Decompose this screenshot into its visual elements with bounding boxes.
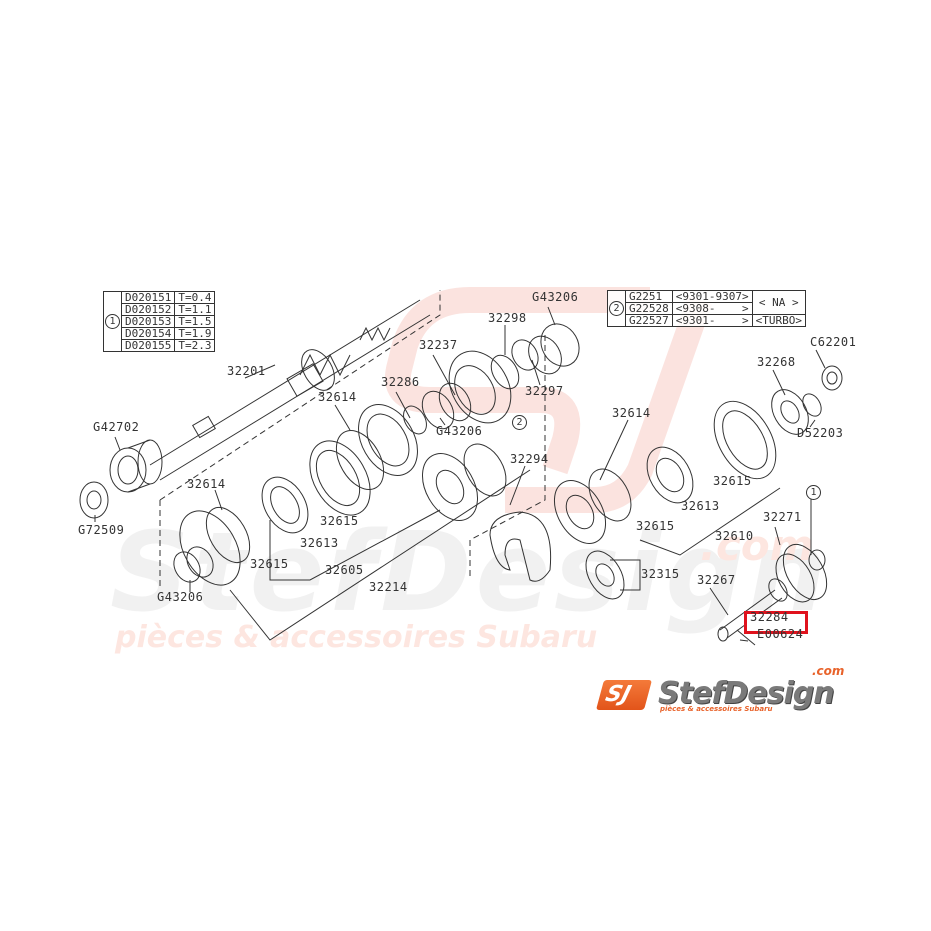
- part-label-D52203: D52203: [797, 426, 844, 440]
- shim-part: D020151: [120, 291, 176, 304]
- part-label-32613-b: 32613: [681, 499, 720, 513]
- highlight-box-32284: [744, 611, 808, 634]
- shim-row: 1 D020151 T=0.4: [103, 291, 216, 352]
- part-label-G43206-mid: G43206: [436, 424, 483, 438]
- part-label-C62201: C62201: [810, 335, 857, 349]
- part-label-32237: 32237: [419, 338, 458, 352]
- part-label-32615-b: 32615: [250, 557, 289, 571]
- callout-2: 2: [512, 415, 527, 430]
- bearing-date: <9308- >: [671, 302, 753, 315]
- part-label-32271: 32271: [763, 510, 802, 524]
- bearing-part: G2251: [625, 290, 673, 303]
- part-label-G43206-bot: G43206: [157, 590, 204, 604]
- part-label-32297: 32297: [525, 384, 564, 398]
- bearing-type: <TURBO>: [751, 314, 806, 327]
- shim-table: 1 D020151 T=0.4 D020152 T=1.1 D020153 T=…: [103, 291, 216, 352]
- shim-thickness: T=1.5: [174, 315, 216, 328]
- part-label-32201: 32201: [227, 364, 266, 378]
- bearing-row: 2 G2251 <9301-9307> < NA >: [607, 290, 806, 327]
- shim-thickness: T=1.9: [174, 327, 216, 340]
- part-label-32614-a: 32614: [318, 390, 357, 404]
- callout-1: 1: [806, 485, 821, 500]
- logo-domain: .com: [812, 664, 845, 678]
- part-label-G42702: G42702: [93, 420, 140, 434]
- shim-thickness: T=2.3: [174, 339, 216, 352]
- bearing-type: < NA >: [751, 290, 806, 315]
- part-label-32268: 32268: [757, 355, 796, 369]
- shim-part: D020153: [120, 315, 176, 328]
- bearing-date: <9301- >: [671, 314, 753, 327]
- part-label-32615-d: 32615: [713, 474, 752, 488]
- shim-part: D020155: [120, 339, 176, 352]
- part-label-32315: 32315: [641, 567, 680, 581]
- part-label-G43206-top: G43206: [532, 290, 579, 304]
- part-label-32605: 32605: [325, 563, 364, 577]
- shim-thickness: T=0.4: [174, 291, 216, 304]
- shim-part: D020152: [120, 303, 176, 316]
- bearing-table: 2 G2251 <9301-9307> < NA > G22528 <9308-…: [607, 290, 806, 327]
- part-label-32615-c: 32615: [636, 519, 675, 533]
- part-label-32614-c: 32614: [612, 406, 651, 420]
- shim-thickness: T=1.1: [174, 303, 216, 316]
- part-label-32286: 32286: [381, 375, 420, 389]
- part-label-32284: 32284: [750, 610, 789, 624]
- part-label-32610: 32610: [715, 529, 754, 543]
- shim-row: D020154 T=1.9: [104, 327, 216, 340]
- shim-part: D020154: [120, 327, 176, 340]
- stefdesign-logo: SJ StefDesign .com pièces & accessoires …: [595, 664, 850, 720]
- bearing-part: G22527: [625, 314, 673, 327]
- bearing-row: G22527 <9301- > <TURBO>: [608, 314, 806, 327]
- logo-wordmark: StefDesign: [658, 676, 835, 711]
- logo-sj-mark: SJ: [595, 680, 653, 710]
- bearing-part: G22528: [625, 302, 673, 315]
- part-label-32214: 32214: [369, 580, 408, 594]
- callout-1-badge: 1: [105, 314, 120, 329]
- shim-row: D020152 T=1.1: [104, 303, 216, 316]
- part-label-32613-a: 32613: [300, 536, 339, 550]
- part-label-E00624: E00624: [757, 627, 804, 641]
- logo-tagline: pièces & accessoires Subaru: [660, 705, 773, 713]
- part-label-32298: 32298: [488, 311, 527, 325]
- shim-row: D020155 T=2.3: [104, 339, 216, 352]
- part-label-32267: 32267: [697, 573, 736, 587]
- callout-2-badge: 2: [609, 301, 624, 316]
- bearing-row: G22528 <9308- >: [608, 302, 806, 315]
- part-label-32294: 32294: [510, 452, 549, 466]
- part-label-32615-a: 32615: [320, 514, 359, 528]
- part-label-32614-b: 32614: [187, 477, 226, 491]
- bearing-date: <9301-9307>: [671, 290, 753, 303]
- part-label-G72509: G72509: [78, 523, 125, 537]
